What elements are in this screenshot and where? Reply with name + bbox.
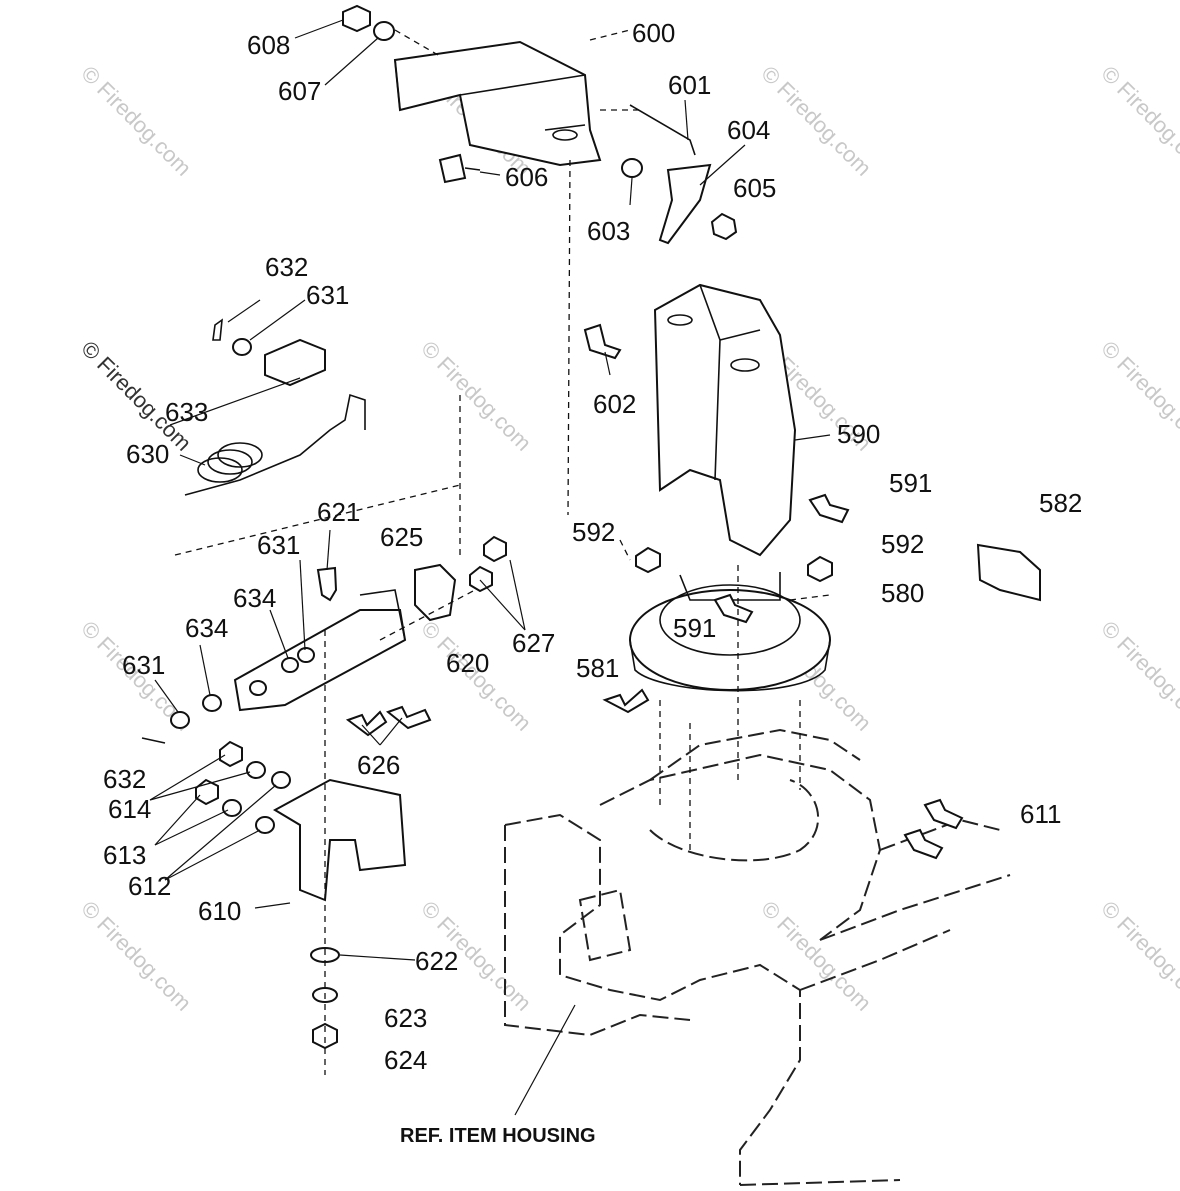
deflector-582 <box>976 543 1041 602</box>
callout-621: 621 <box>317 497 360 527</box>
callout-632: 632 <box>265 252 308 282</box>
callout-626: 626 <box>357 750 400 780</box>
chute-ring-part <box>629 572 831 692</box>
callout-592: 592 <box>881 529 924 559</box>
callout-606: 606 <box>505 162 548 192</box>
callout-602: 602 <box>593 389 636 419</box>
bolt-611 <box>923 798 964 830</box>
callout-631: 631 <box>257 530 300 560</box>
reference-label: REF. ITEM HOUSING <box>400 1125 596 1147</box>
callout-623: 623 <box>384 1003 427 1033</box>
watermark: © Firedog.com <box>756 896 876 1016</box>
callout-633: 633 <box>165 397 208 427</box>
bolt-591 <box>713 593 754 624</box>
callout-612: 612 <box>128 871 171 901</box>
callout-631: 631 <box>306 280 349 310</box>
callout-625: 625 <box>380 522 423 552</box>
housing-part <box>504 728 1011 1186</box>
callout-607: 607 <box>278 76 321 106</box>
callout-605: 605 <box>733 173 776 203</box>
callout-603: 603 <box>587 216 630 246</box>
callout-634: 634 <box>233 583 276 613</box>
top-hardware <box>342 4 738 241</box>
nut-592 <box>807 555 833 583</box>
callout-608: 608 <box>247 30 290 60</box>
assembly-lines <box>174 29 831 1075</box>
watermark: © Firedog.com <box>1096 336 1180 456</box>
bolt-611 <box>903 828 944 860</box>
plate-625 <box>414 563 457 622</box>
nut-592 <box>635 546 661 574</box>
watermark: © Firedog.com <box>756 61 876 181</box>
small-hardware <box>141 535 507 1050</box>
callout-604: 604 <box>727 115 770 145</box>
leader-lines <box>149 19 831 1116</box>
watermark: © Firedog.com <box>1096 896 1180 1016</box>
callout-601: 601 <box>668 70 711 100</box>
callout-634: 634 <box>185 613 228 643</box>
callout-611: 611 <box>1020 799 1061 829</box>
callout-590: 590 <box>837 419 880 449</box>
callout-582: 582 <box>1039 488 1082 518</box>
bracket-620 <box>233 589 407 712</box>
callout-624: 624 <box>384 1045 427 1075</box>
callout-591: 591 <box>889 468 932 498</box>
callout-591: 591 <box>673 613 716 643</box>
callout-620: 620 <box>446 648 489 678</box>
plate-part <box>658 163 712 245</box>
callout-631: 631 <box>122 650 165 680</box>
callout-622: 622 <box>415 946 458 976</box>
callout-581: 581 <box>576 653 619 683</box>
callout-630: 630 <box>126 439 169 469</box>
callout-600: 600 <box>632 18 675 48</box>
watermark: © Firedog.com <box>76 61 196 181</box>
callout-613: 613 <box>103 840 146 870</box>
chute-part <box>653 283 797 557</box>
bracket-610 <box>272 778 407 902</box>
callout-592: 592 <box>572 517 615 547</box>
callout-610: 610 <box>198 896 241 926</box>
callout-614: 614 <box>108 794 151 824</box>
watermark: © Firedog.com <box>1096 61 1180 181</box>
handle-rod-part <box>629 104 696 156</box>
watermark: © Firedog.com <box>1096 616 1180 736</box>
bolt-602 <box>583 323 622 360</box>
callout-627: 627 <box>512 628 555 658</box>
callout-labels: 600 601 602 603 604 605 606 607 608 590 … <box>103 18 1082 1147</box>
callout-580: 580 <box>881 578 924 608</box>
bolt-591 <box>808 493 850 524</box>
callout-632: 632 <box>103 764 146 794</box>
deflector-part <box>393 40 602 167</box>
watermark: © Firedog.com <box>76 896 196 1016</box>
bolt-581 <box>602 688 650 714</box>
crank-rod-part <box>184 318 366 496</box>
watermark: © Firedog.com <box>416 336 536 456</box>
watermark: © Firedog.com <box>76 336 196 456</box>
